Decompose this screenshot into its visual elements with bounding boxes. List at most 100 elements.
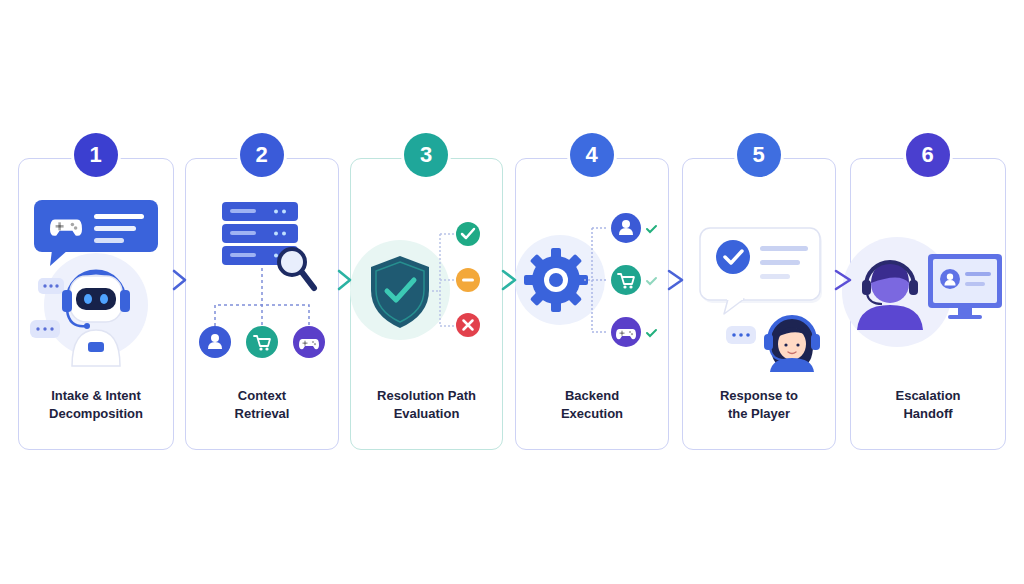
database-illustration-part: [254, 336, 270, 351]
chat-robot-illustration-part: [100, 294, 108, 304]
gear-illustration-part: [611, 317, 641, 347]
response-illustration-part: [760, 274, 790, 279]
response-illustration-part: [732, 333, 736, 337]
gear-illustration-part-part: [524, 275, 536, 285]
gear-illustration-part-part: [544, 268, 568, 292]
step-label: Backend Execution: [551, 387, 633, 423]
step-badge: 4: [570, 133, 614, 177]
database-illustration-part: [215, 268, 309, 326]
step-number: 2: [240, 133, 284, 177]
shield-illustration-part: [456, 268, 480, 292]
chat-robot-illustration-part-part: [50, 220, 82, 236]
agent-illustration-part: [866, 262, 914, 286]
response-illustration-part: [700, 228, 820, 300]
step-number: 5: [737, 133, 781, 177]
step-badge: 2: [240, 133, 284, 177]
response-illustration: [700, 228, 822, 372]
step-number: 3: [404, 133, 448, 177]
response-illustration-part: [725, 251, 742, 263]
gear-illustration-part: [611, 265, 641, 295]
database-illustration-part: [274, 232, 278, 236]
chat-robot-illustration-part: [43, 327, 46, 330]
agent-illustration: [842, 237, 1002, 347]
gear-illustration-part-part: [532, 256, 580, 304]
step-badge: 1: [74, 133, 118, 177]
shield-illustration-part: [432, 234, 454, 326]
agent-illustration-part: [871, 265, 909, 303]
database-illustration-part: [282, 232, 286, 236]
step-label: Resolution Path Evaluation: [366, 387, 488, 423]
database-illustration-part: [222, 202, 298, 221]
step-card: Intake & Intent Decomposition1: [18, 158, 174, 450]
chat-robot-illustration-part: [94, 226, 136, 231]
database-illustration-part: [222, 224, 298, 243]
chat-robot-illustration-part: [43, 284, 46, 287]
chat-robot-illustration-part: [36, 327, 39, 330]
response-illustration-part: [771, 317, 813, 359]
chat-robot-illustration-part: [88, 342, 104, 352]
response-illustration-part: [769, 317, 815, 340]
chat-robot-illustration-part: [84, 323, 90, 329]
gear-illustration: [515, 213, 656, 347]
chevron-connector: [339, 271, 350, 289]
shield-illustration-part: [376, 262, 424, 322]
step-card: Resolution Path Evaluation3: [350, 158, 503, 450]
response-illustration-part: [771, 340, 813, 366]
gear-illustration-part-part: [530, 254, 546, 270]
response-illustration-part: [778, 328, 806, 360]
gear-illustration-part: [611, 213, 641, 243]
response-illustration-part: [788, 352, 796, 354]
gear-illustration-part-part: [567, 291, 583, 307]
gear-illustration-part: [524, 248, 588, 312]
database-illustration-part: [199, 326, 231, 358]
gear-illustration-part: [647, 278, 656, 284]
agent-illustration-part: [842, 237, 952, 347]
chat-robot-illustration-part: [50, 327, 53, 330]
response-illustration-part: [726, 326, 756, 344]
shield-illustration-part: [464, 321, 473, 330]
agent-illustration-part: [862, 280, 871, 295]
step-card: Escalation Handoff6: [850, 158, 1006, 450]
agent-illustration-part: [965, 272, 991, 276]
agent-illustration-part: [940, 269, 960, 289]
response-illustration-part: [724, 299, 744, 314]
chat-robot-illustration-part: [72, 330, 120, 366]
step-badge: 6: [906, 133, 950, 177]
shield-illustration-part: [462, 279, 474, 282]
response-illustration-part: [760, 246, 808, 251]
gear-illustration-part: [618, 274, 634, 289]
agent-illustration-part: [871, 263, 909, 283]
gear-illustration-part-part: [549, 273, 563, 287]
database-illustration-part: [274, 210, 278, 214]
database-illustration-part: [208, 334, 222, 349]
step-label: Response to the Player: [713, 387, 805, 423]
database-illustration-part: [246, 326, 278, 358]
step-card: Response to the Player5: [682, 158, 836, 450]
response-illustration-part: [770, 358, 814, 372]
chat-robot-illustration-part: [38, 278, 64, 294]
chat-robot-illustration-part: [76, 288, 116, 310]
gear-illustration-part: [647, 330, 656, 336]
gear-illustration-part-part: [551, 300, 561, 312]
gear-illustration-part: [616, 329, 636, 339]
database-illustration-part: [230, 209, 256, 213]
database-illustration-part: [293, 326, 325, 358]
step-number: 1: [74, 133, 118, 177]
agent-illustration-part-part: [944, 274, 955, 286]
response-illustration-part: [770, 348, 784, 360]
chat-robot-illustration-part: [34, 200, 158, 252]
response-illustration-part: [702, 231, 822, 303]
chat-robot-illustration-part: [94, 214, 144, 219]
step-label: Intake & Intent Decomposition: [21, 387, 171, 423]
response-illustration-part: [777, 327, 808, 337]
shield-illustration-part: [350, 240, 450, 340]
response-illustration-part: [716, 240, 750, 274]
chat-robot-illustration-part: [70, 276, 122, 322]
chat-robot-illustration-part: [30, 320, 60, 338]
database-illustration-part: [282, 254, 286, 258]
gear-illustration-part: [619, 220, 633, 235]
gear-illustration-part: [584, 228, 606, 332]
chat-robot-illustration-part: [94, 238, 124, 243]
